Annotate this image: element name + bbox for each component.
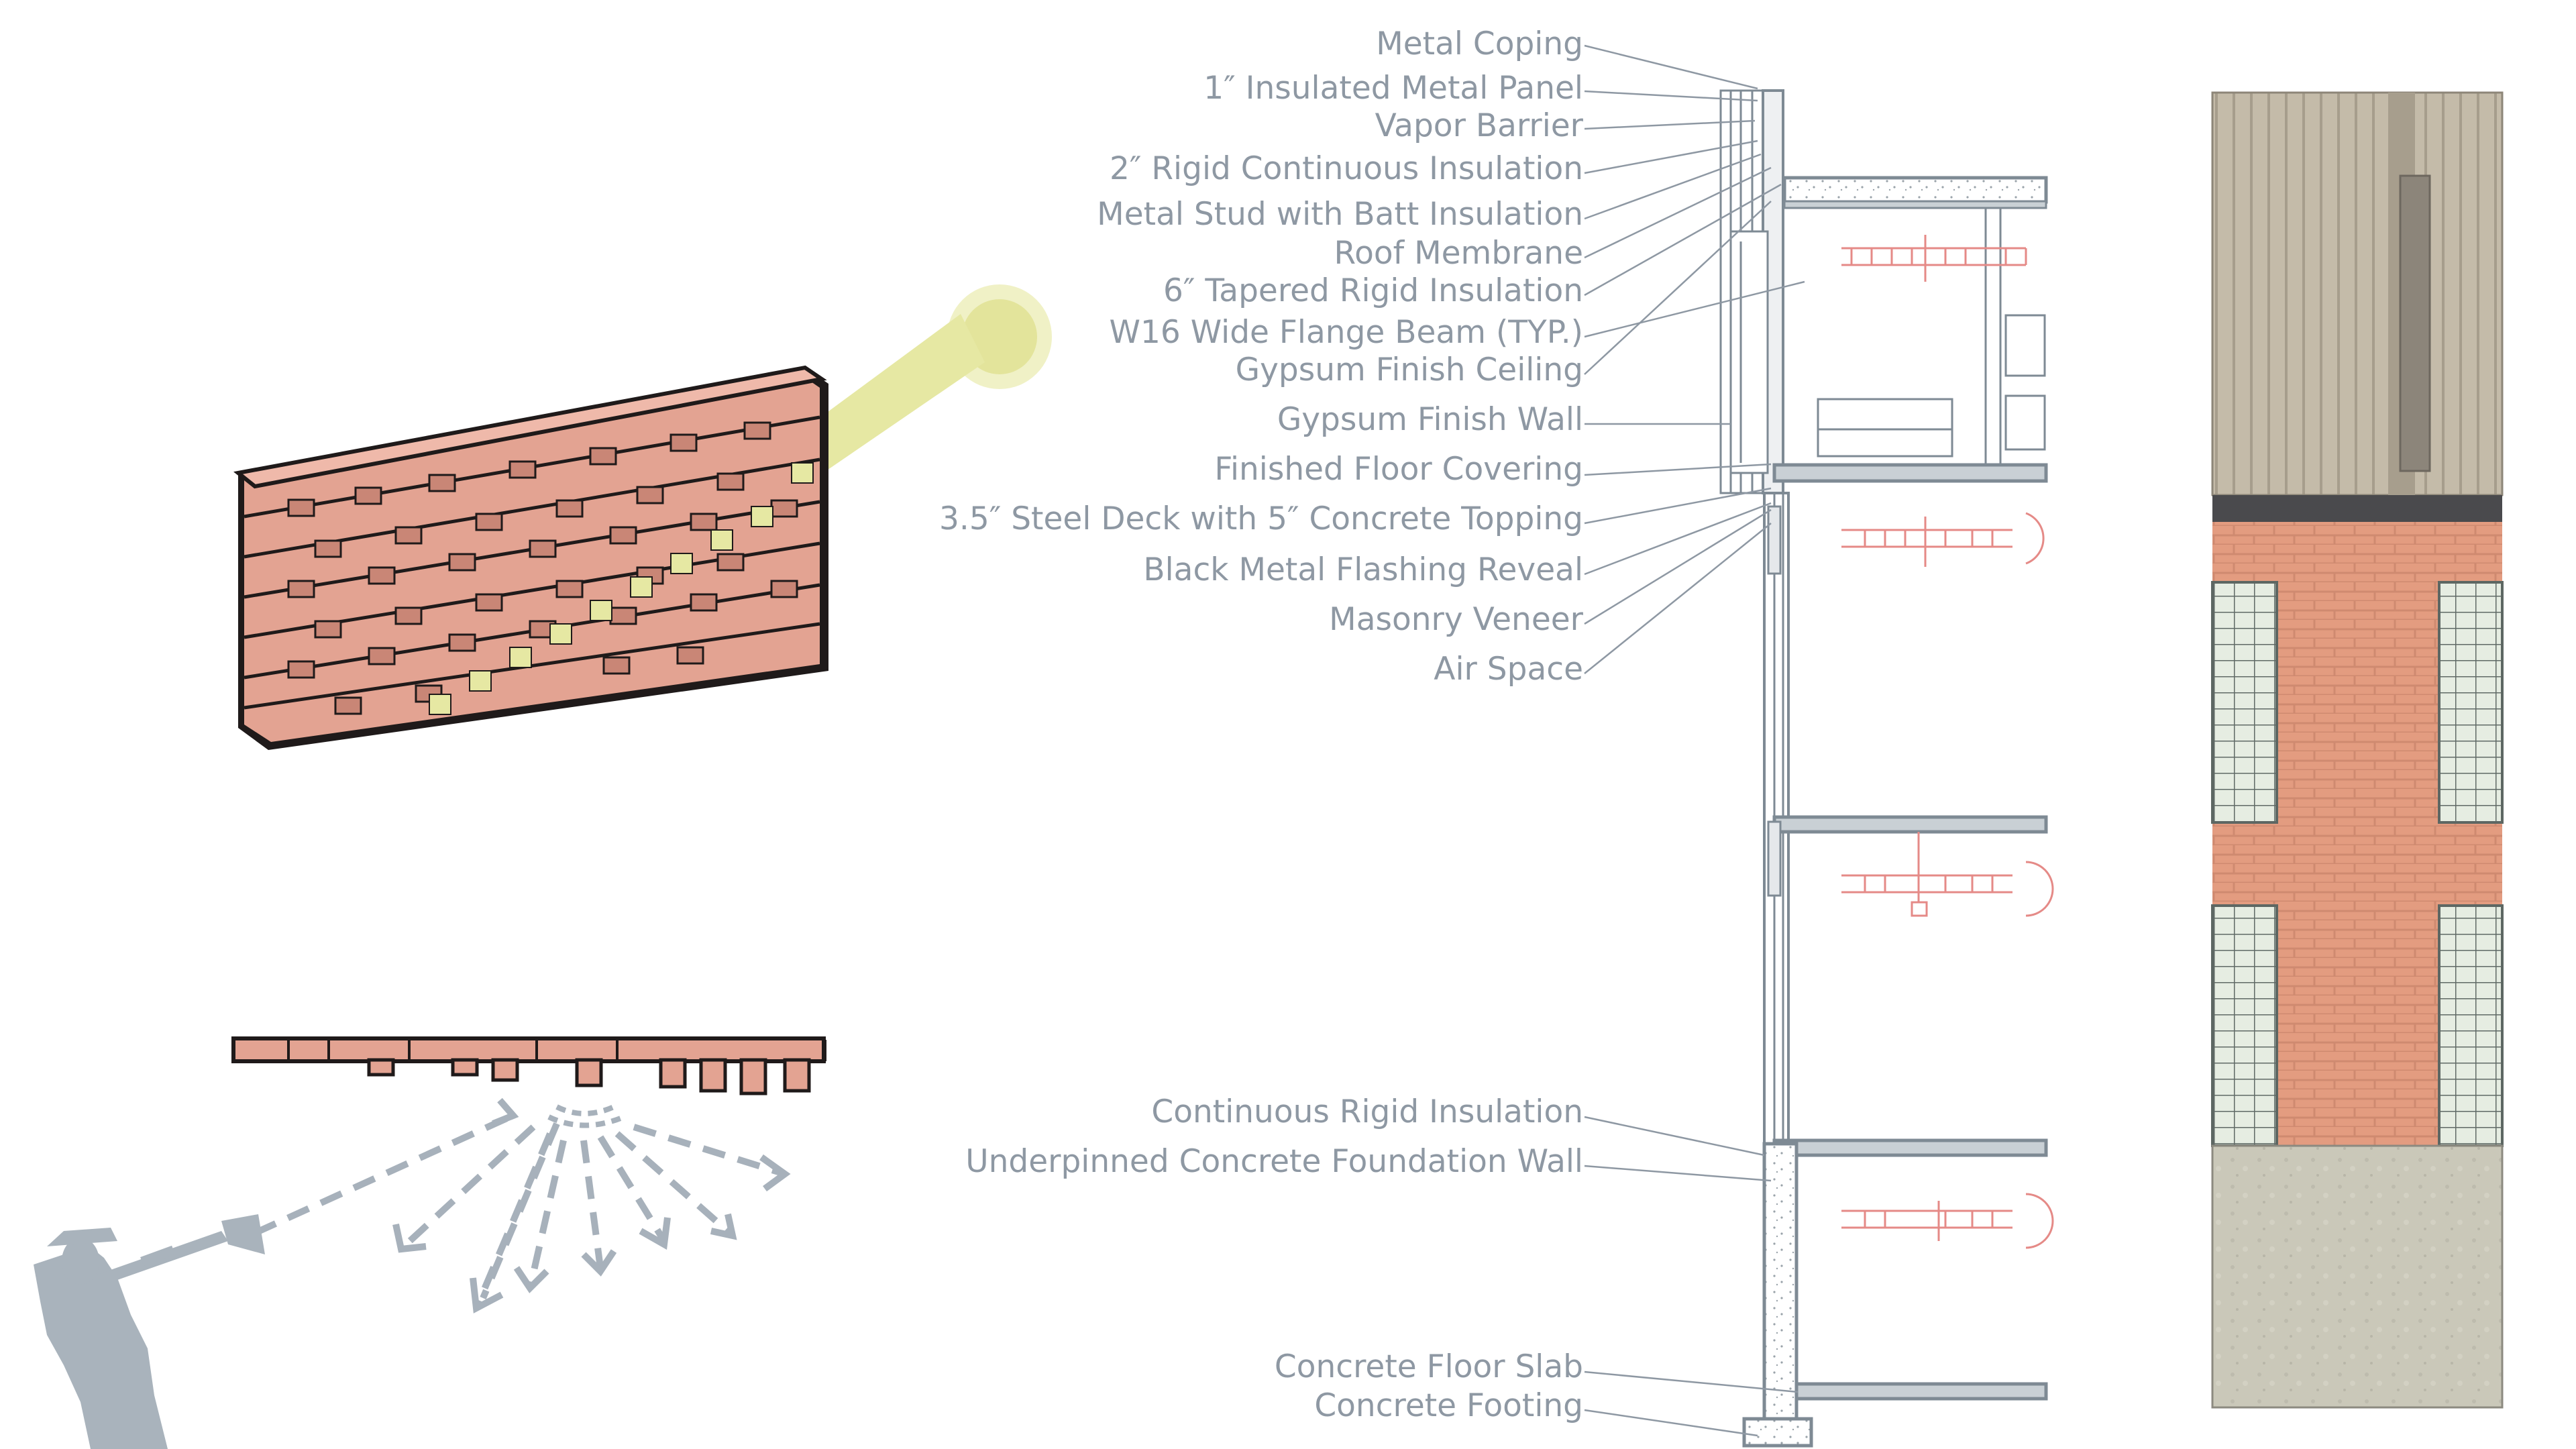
label-air-space: Air Space	[1434, 651, 1583, 688]
label-masonry-veneer: Masonry Veneer	[1329, 601, 1583, 638]
label-rigid-continuous-insulation: 2″ Rigid Continuous Insulation	[1110, 150, 1583, 187]
label-vapor-barrier: Vapor Barrier	[1375, 107, 1583, 144]
sound-arc	[547, 1104, 625, 1128]
arrowheads	[392, 1097, 791, 1313]
brick-wall-plan	[231, 1036, 826, 1095]
label-roof-membrane: Roof Membrane	[1334, 235, 1583, 272]
label-metal-stud-batt-insulation: Metal Stud with Batt Insulation	[1097, 196, 1583, 233]
mep-systems	[1841, 235, 2054, 1249]
label-black-metal-flashing-reveal: Black Metal Flashing Reveal	[1143, 551, 1583, 588]
label-gypsum-finish-wall: Gypsum Finish Wall	[1277, 401, 1583, 438]
label-underpinned-concrete-foundation-wall: Underpinned Concrete Foundation Wall	[965, 1143, 1583, 1180]
label-concrete-footing: Concrete Footing	[1314, 1387, 1583, 1424]
label-metal-coping: Metal Coping	[1376, 25, 1583, 62]
facade-elevation	[2211, 91, 2504, 1409]
label-steel-deck-concrete-topping: 3.5″ Steel Deck with 5″ Concrete Topping	[938, 500, 1583, 537]
light-beam	[795, 314, 985, 483]
wall-section	[1719, 89, 2048, 1448]
label-finished-floor-covering: Finished Floor Covering	[1214, 451, 1583, 488]
label-gypsum-finish-ceiling: Gypsum Finish Ceiling	[1235, 352, 1583, 388]
label-tapered-rigid-insulation: 6″ Tapered Rigid Insulation	[1163, 272, 1583, 309]
label-insulated-metal-panel: 1″ Insulated Metal Panel	[1203, 70, 1583, 107]
label-continuous-rigid-insulation: Continuous Rigid Insulation	[1151, 1093, 1583, 1130]
sound-waves	[253, 1114, 786, 1309]
perforated-brick-wall	[233, 365, 828, 750]
label-wide-flange-beam: W16 Wide Flange Beam (TYP.)	[1109, 314, 1583, 351]
label-concrete-floor-slab: Concrete Floor Slab	[1274, 1348, 1583, 1385]
leader-lines	[1584, 44, 1805, 1437]
trumpet-player-icon	[34, 1214, 265, 1449]
